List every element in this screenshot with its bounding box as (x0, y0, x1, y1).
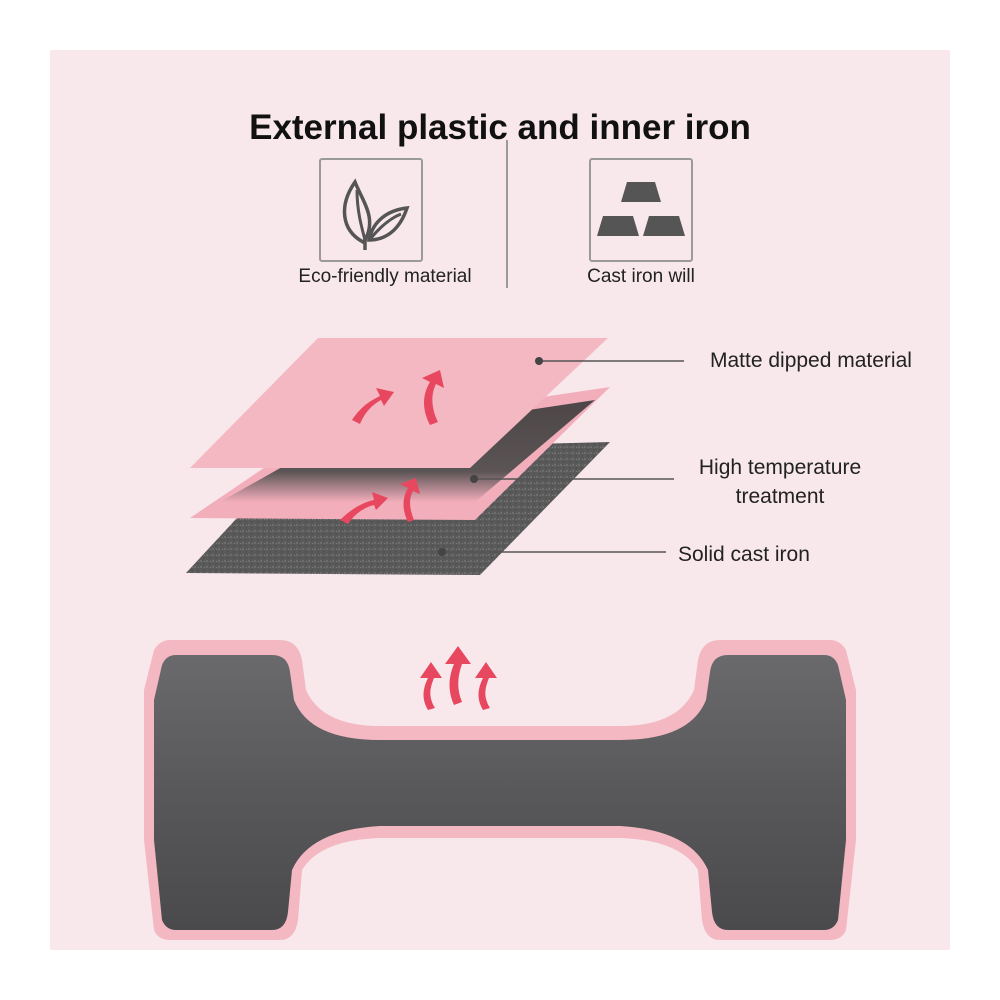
eco-feature-box (319, 158, 423, 262)
iron-layer-label: Solid cast iron (678, 543, 810, 566)
leader-dots (438, 357, 543, 556)
iron-ingots-icon (597, 182, 685, 236)
heat-layer-label-line1: High temperature (698, 456, 862, 479)
heat-layer-label-line2: treatment (735, 485, 825, 508)
layer-heat-arrows (340, 370, 444, 524)
cast-iron-feature-box (589, 158, 693, 262)
dumbbell (144, 640, 856, 940)
eco-feature-label: Eco-friendly material (298, 266, 472, 287)
product-illustration (144, 338, 856, 940)
feature-divider (506, 140, 508, 288)
leader-lines (442, 360, 684, 553)
cast-iron-feature-label: Cast iron will (587, 266, 695, 287)
product-panel: External plastic and inner iron Eco-frie… (50, 50, 950, 950)
matte-layer-label: Matte dipped material (710, 349, 912, 372)
leaf-icon (342, 178, 410, 250)
matte-dipped-layer (190, 338, 608, 468)
page-title: External plastic and inner iron (249, 108, 751, 147)
dumbbell-heat-arrows (420, 646, 497, 710)
